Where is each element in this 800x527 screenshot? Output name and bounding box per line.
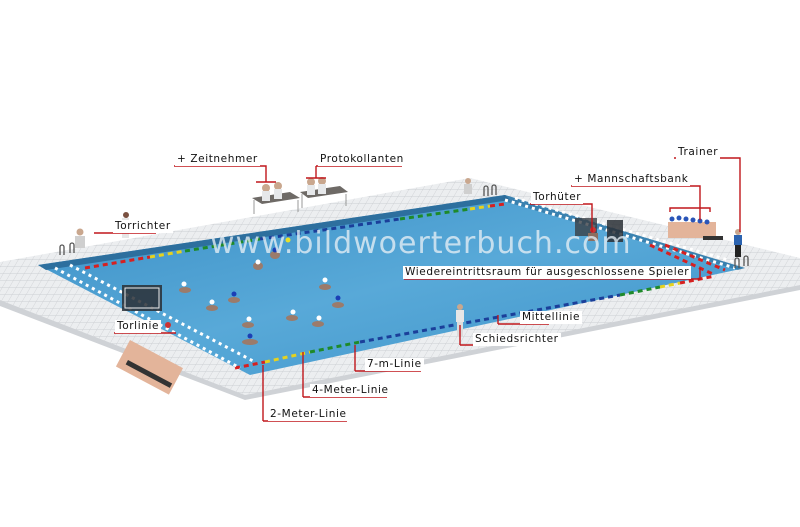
label-torrichter: Torrichter [113,220,173,233]
timekeeper-table [252,182,300,214]
goal-judge-3 [464,178,472,194]
goal-judge-1 [75,228,85,248]
ladders [59,184,749,268]
label-mittellinie: Mittellinie [520,311,583,324]
callout-lines [94,157,741,422]
label-2-meter-linie: 2-Meter-Linie [268,408,349,421]
label-protokollanten: Protokollanten [318,153,406,166]
re-entry-area [649,243,726,277]
players [179,237,344,345]
label-mannschaftsbank: + Mannschaftsbank [572,173,691,186]
label-torlinie: Torlinie [115,320,162,333]
ball [285,237,291,243]
label-schiedsrichter: Schiedsrichter [473,333,561,346]
trainer-figure [734,229,742,257]
goal-left [122,285,162,311]
goalkeeper-left [165,322,171,328]
label-4-meter-linie: 4-Meter-Linie [310,384,391,397]
far-lane-rope [84,202,506,270]
label-trainer: Trainer [676,146,721,159]
team-bench-right [668,215,723,240]
watermark: www.bildwoerterbuch.com [210,226,632,261]
scorer-table [300,177,348,208]
label-7m-linie: 7-m-Linie [365,358,424,371]
label-wiedereintrittsraum: Wiedereintrittsraum für ausgeschlossene … [403,266,692,279]
team-bench-left [115,340,183,395]
label-torhueter: Torhüter [531,191,584,204]
label-zeitnehmer: + Zeitnehmer [175,153,260,166]
